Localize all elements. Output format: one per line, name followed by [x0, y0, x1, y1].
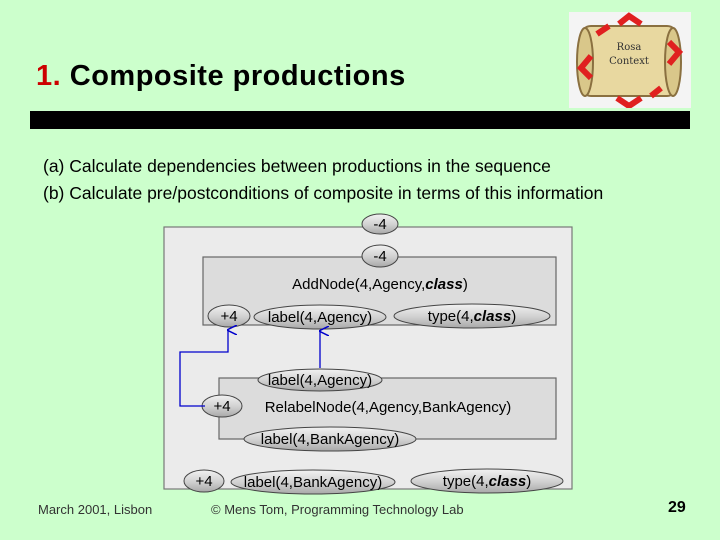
svg-text:label(4,Agency): label(4,Agency) — [268, 309, 372, 326]
addnode-type-ellipse: type(4,class) — [393, 303, 551, 329]
addnode-label: AddNode(4,Agency,class) — [292, 276, 468, 293]
top-badge-inner: -4 — [361, 244, 399, 268]
footer-credit: © Mens Tom, Programming Technology Lab — [211, 502, 464, 517]
title-text: Composite productions — [69, 60, 406, 92]
addnode-label-ellipse: label(4,Agency) — [253, 304, 387, 330]
bullet-b: (b) Calculate pre/postconditions of comp… — [43, 183, 604, 203]
bullet-a: (a) Calculate dependencies between produ… — [43, 156, 551, 176]
slide-title: 1. Composite productions — [36, 60, 406, 93]
page-number: 29 — [668, 499, 686, 516]
svg-text:label(4,BankAgency): label(4,BankAgency) — [244, 474, 382, 491]
bottom-label-ellipse: label(4,BankAgency) — [230, 469, 396, 495]
svg-text:label(4,Agency): label(4,Agency) — [268, 372, 372, 389]
bottom-plus-badge: +4 — [183, 469, 225, 493]
svg-text:type(4,class): type(4,class) — [443, 473, 531, 490]
title-underline-bar — [30, 111, 690, 129]
bullet-list: (a) Calculate dependencies between produ… — [43, 153, 603, 207]
top-badge-outer: -4 — [361, 213, 399, 235]
svg-text:-4: -4 — [373, 216, 386, 233]
dependency-arrow-badge — [179, 330, 228, 407]
relabel-plus-badge: +4 — [201, 394, 243, 418]
logo-text-1: Rosa — [617, 42, 642, 53]
svg-text:-4: -4 — [373, 248, 386, 265]
title-number: 1. — [36, 60, 62, 92]
bottom-type-ellipse: type(4,class) — [410, 468, 564, 494]
svg-text:label(4,BankAgency): label(4,BankAgency) — [261, 431, 399, 448]
addnode-plus-badge: +4 — [207, 304, 251, 328]
relabel-post-ellipse: label(4,BankAgency) — [243, 426, 417, 452]
svg-text:+4: +4 — [195, 473, 212, 490]
svg-text:+4: +4 — [220, 308, 237, 325]
svg-text:type(4,class): type(4,class) — [428, 308, 516, 325]
relabel-pre-ellipse: label(4,Agency) — [257, 368, 383, 392]
logo-icon: Rosa Context — [569, 12, 691, 108]
logo-text-2: Context — [609, 56, 649, 67]
svg-text:+4: +4 — [213, 398, 230, 415]
footer-date: March 2001, Lisbon — [38, 502, 153, 517]
relabelnode-label: RelabelNode(4,Agency,BankAgency) — [265, 399, 512, 416]
relabelnode-box — [218, 377, 557, 440]
